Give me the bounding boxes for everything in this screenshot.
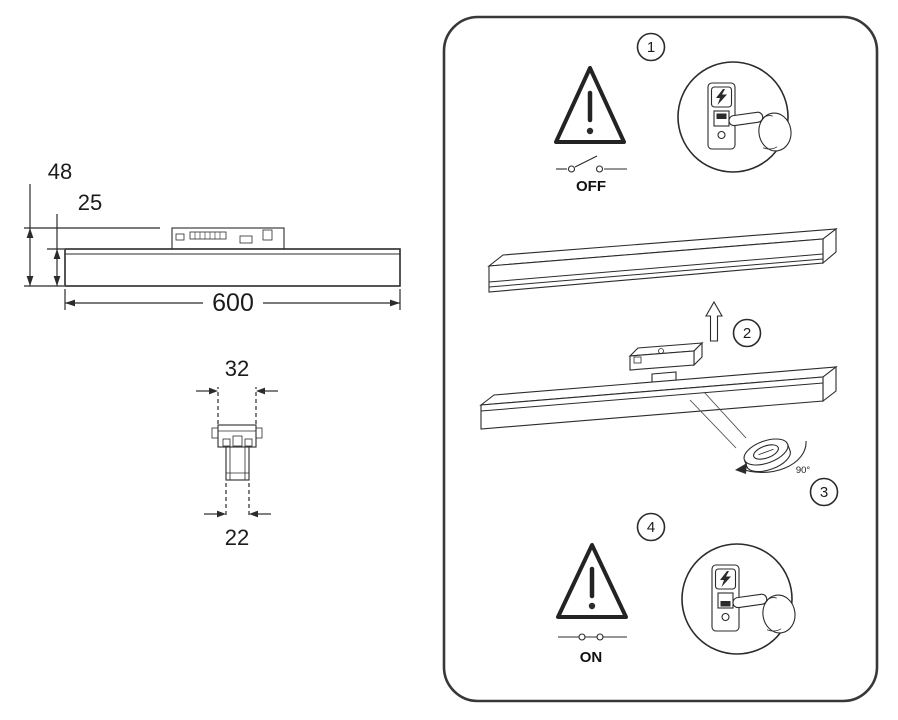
dimension-600: 600 (64, 289, 401, 317)
dimension-32: 32 (196, 356, 278, 424)
svg-text:4: 4 (647, 519, 655, 536)
instruction-panel: 1 OFF (442, 15, 879, 703)
svg-text:1: 1 (647, 39, 655, 56)
switch-rocker (716, 113, 727, 119)
fixture-with-adapter-icon (479, 341, 838, 430)
step-1-badge: 1 (636, 32, 666, 62)
step-4-badge: 4 (636, 512, 666, 542)
track-adapter-top-icon (171, 227, 285, 250)
connector-front-view: 32 22 (196, 356, 278, 550)
up-arrow-icon (705, 300, 723, 342)
on-label: ON (580, 649, 603, 666)
step-2-badge: 2 (732, 318, 762, 348)
step-1-detail (677, 61, 794, 173)
dimension-22: 22 (204, 483, 271, 550)
track-rail-icon (487, 227, 838, 293)
warning-triangle-icon (554, 66, 626, 144)
dimension-22-label: 22 (225, 525, 249, 550)
off-label: OFF (576, 178, 606, 195)
switch-rocker (720, 601, 731, 607)
light-bar-icon (64, 248, 401, 287)
angle-label: 90° (796, 465, 811, 476)
step-3-badge: 3 (809, 477, 839, 507)
dimension-25-label: 25 (78, 190, 102, 215)
dimension-48-label: 48 (48, 159, 72, 184)
step-4-detail (681, 543, 798, 655)
svg-text:3: 3 (820, 484, 828, 501)
switch-open-icon (556, 155, 627, 173)
step-1: 1 OFF (554, 32, 794, 195)
step-3: 90° 3 (689, 391, 839, 507)
switch-closed-icon (558, 633, 627, 641)
svg-text:2: 2 (743, 325, 751, 342)
step-4: 4 ON (556, 512, 798, 666)
step-2: 2 (479, 227, 838, 430)
adapter-knob-icon (743, 438, 791, 473)
fixture-side-view: 48 25 600 (24, 159, 401, 317)
dimension-32-label: 32 (225, 356, 249, 381)
dimension-600-label: 600 (212, 289, 254, 317)
dimension-25: 25 (47, 190, 102, 286)
rotate-90-arrow-icon: 90° (735, 440, 811, 476)
track-connector-icon (211, 424, 263, 481)
warning-triangle-icon (556, 543, 628, 619)
